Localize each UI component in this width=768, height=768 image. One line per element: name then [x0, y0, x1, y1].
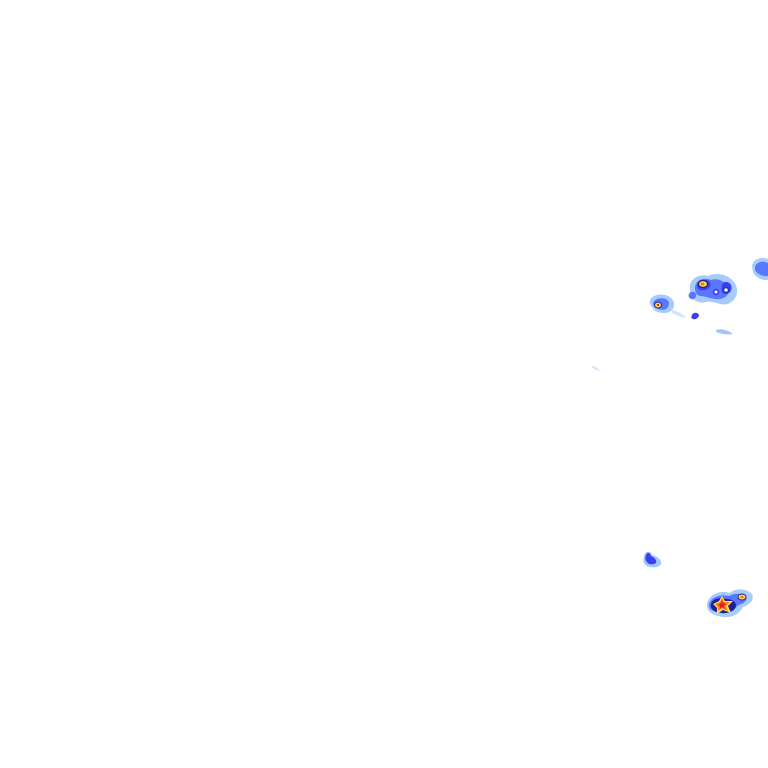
precip-area-very-light: [716, 329, 733, 335]
precip-area-medium: [755, 261, 768, 277]
precip-area-medium: [645, 552, 657, 565]
precip-core-red: [656, 303, 660, 307]
precip-area-dark: [691, 312, 699, 320]
precip-core-orange: [740, 595, 744, 599]
precip-core-white: [723, 287, 729, 293]
precip-trail-light: [672, 310, 686, 318]
precip-cell-west: [649, 294, 686, 318]
precip-speck: [592, 366, 600, 371]
precip-core-red: [718, 600, 726, 609]
precip-cell-southwest: [643, 551, 662, 568]
precip-cell-south: [706, 589, 753, 618]
precip-cell-north: [688, 274, 738, 335]
precip-cell-northeast: [752, 257, 768, 281]
precip-area-medium: [688, 291, 697, 300]
precip-core-white: [714, 290, 718, 294]
precip-core-orange: [700, 282, 705, 286]
precip-area-very-light: [592, 366, 600, 371]
